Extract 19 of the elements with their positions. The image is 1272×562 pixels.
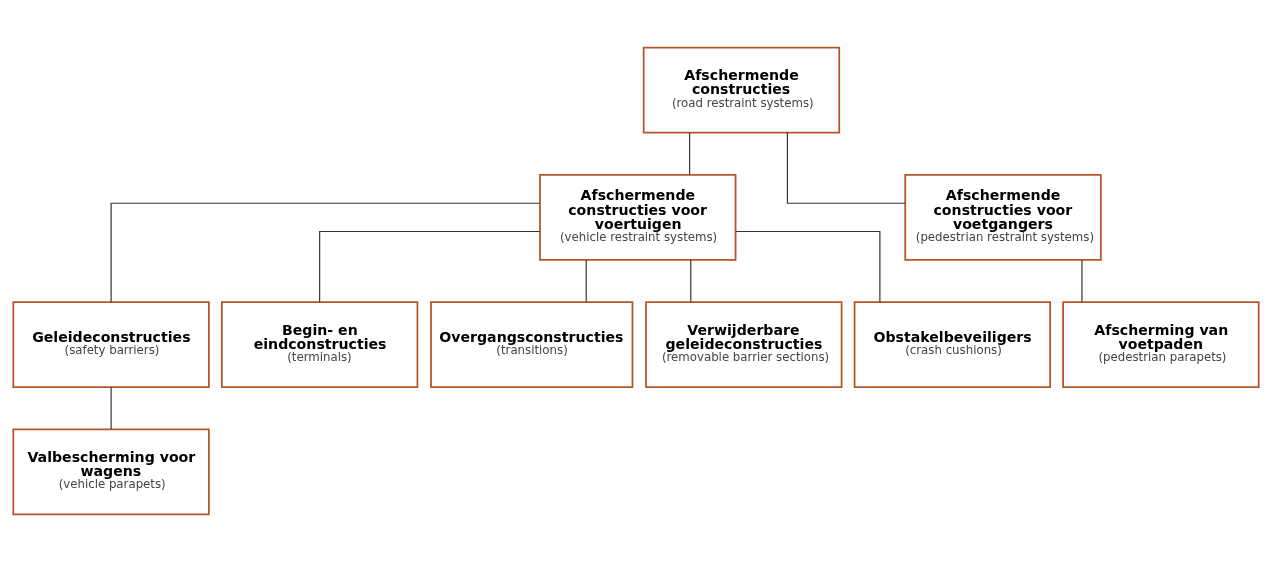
connector (110, 386, 112, 430)
connector (735, 230, 881, 303)
node-box: Afschermende constructies voor voertuigen (vehicle restraint systems) (539, 174, 737, 261)
node-box: Begin- en eindconstructies (terminals) (220, 301, 419, 388)
connector (319, 230, 541, 303)
connector (690, 259, 692, 303)
connector (110, 202, 541, 303)
node-box: Afschermende constructies voor voetgangers (pedestrian restraint systems) (904, 174, 1102, 261)
connector (689, 132, 691, 176)
node-box: Verwijderbare geleideconstructies (removable barrier sections) (645, 301, 843, 388)
connector (585, 259, 587, 303)
node-box: Overgangsconstructies (transitions) (430, 301, 634, 388)
node-box: Afschermende constructies (road restraint systems) (642, 46, 841, 134)
node-box: Afscherming van voetpaden (pedestrian parapets) (1062, 301, 1260, 388)
node-box: Geleideconstructies (safety barriers) (12, 301, 210, 388)
connector (1081, 259, 1083, 303)
connector (786, 132, 906, 204)
node-box: Obstakelbeveiligers (crash cushions) (853, 301, 1052, 388)
node-box: Valbescherming voor wagens (vehicle parapets) (12, 428, 210, 516)
